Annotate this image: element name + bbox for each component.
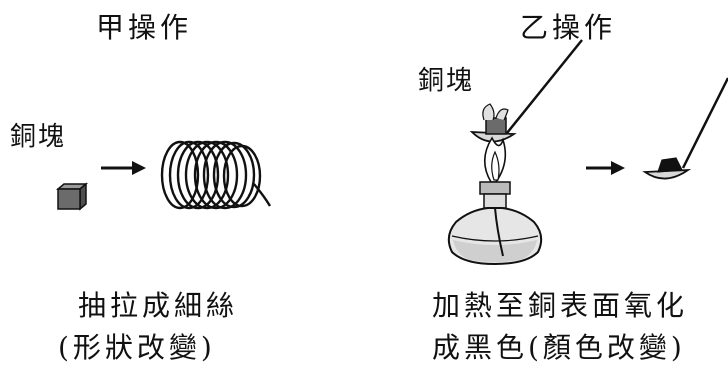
- left-caption-line2: (形狀改變): [58, 331, 216, 364]
- spoon-with-blackened-copper: [642, 77, 728, 180]
- alcohol-lamp: [447, 181, 543, 266]
- left-caption-line1: 抽拉成細絲: [78, 289, 239, 322]
- flame: [483, 136, 507, 183]
- right-copper-label: 銅塊: [418, 66, 475, 96]
- coiled-copper-wire: [160, 140, 272, 210]
- copper-block: [55, 182, 89, 211]
- right-caption-line1: 加熱至銅表面氧化: [432, 289, 689, 322]
- right-title: 乙操作: [520, 11, 617, 44]
- right-caption-line2: 成黑色(顏色改變): [432, 331, 686, 364]
- spoon-with-copper: [469, 39, 583, 143]
- left-arrow: [101, 161, 146, 175]
- left-copper-label: 銅塊: [10, 122, 67, 152]
- right-arrow: [586, 161, 625, 175]
- left-title: 甲操作: [96, 11, 193, 44]
